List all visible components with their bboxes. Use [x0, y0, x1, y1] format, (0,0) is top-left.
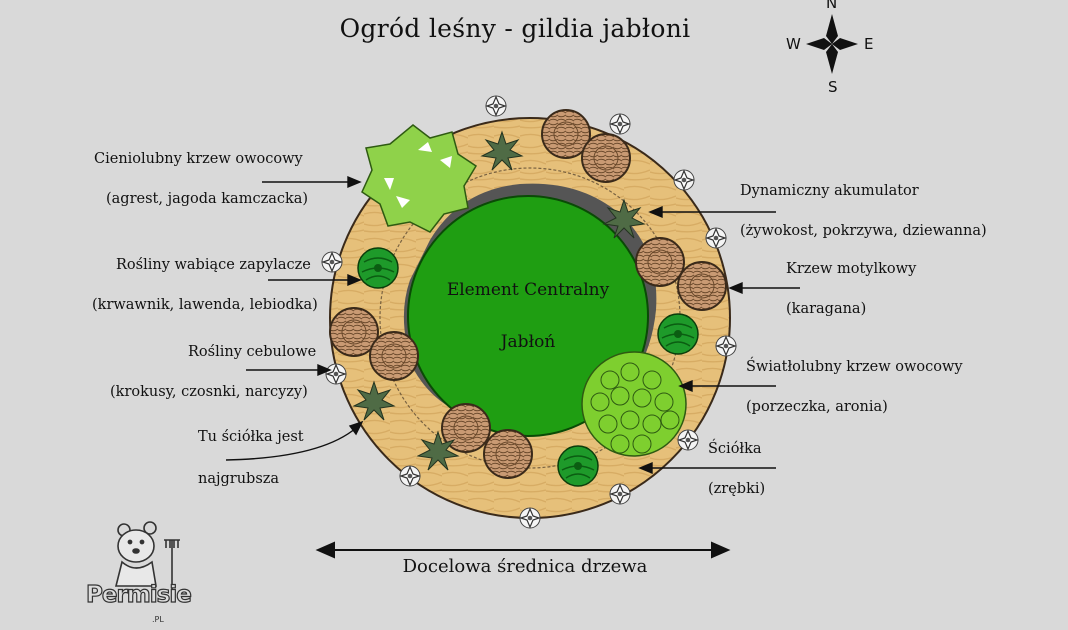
bulbs-label: Rośliny cebulowe: [188, 344, 317, 360]
compass-rose-icon: [806, 14, 858, 74]
bulb-flower-icon: [673, 169, 695, 191]
pollinators-examples: (krwawnik, lawenda, lebiodka): [92, 297, 318, 313]
compass-north-label: N: [826, 0, 838, 12]
arrow-head: [648, 205, 663, 219]
accumulator-examples: (żywokost, pokrzywa, dziewanna): [740, 223, 987, 239]
bulb-flower-icon: [715, 335, 737, 357]
page-title: Ogród leśny - gildia jabłoni: [339, 14, 691, 43]
bush-icon: [369, 331, 419, 381]
thick-mulch-label-2: najgrubsza: [198, 471, 280, 487]
bush-icon: [635, 237, 685, 287]
logo-text: Permisie: [85, 581, 192, 608]
mulch-label: Ściółka: [708, 441, 762, 457]
tree-diameter-label: Docelowa średnica drzewa: [402, 556, 648, 577]
accumulator-label: Dynamiczny akumulator: [740, 183, 919, 199]
sun-shrub-examples: (porzeczka, aronia): [746, 399, 888, 415]
arrow-head: [638, 461, 653, 475]
arrow-head: [347, 273, 362, 287]
bulb-flower-icon: [399, 465, 421, 487]
bush-icon: [483, 429, 533, 479]
arrow-head: [678, 379, 693, 393]
bulb-flower-icon: [321, 251, 343, 273]
diameter-arrow: [315, 541, 731, 559]
sun-shrub: [581, 351, 687, 457]
bulbs-examples: (krokusy, czosnki, narcyzy): [110, 384, 308, 400]
compass-west-label: W: [786, 35, 801, 53]
pollinator-plant-icon: [657, 313, 699, 355]
arrow-head: [317, 363, 332, 377]
shade-shrub: [361, 124, 478, 233]
bulb-flower-icon: [325, 363, 347, 385]
shade-shrub-label: Cieniolubny krzew owocowy: [94, 151, 303, 167]
center-element-label: Element Centralny: [446, 280, 610, 300]
permisie-logo-icon: [114, 521, 180, 590]
sun-shrub-label: Światłolubny krzew owocowy: [746, 359, 963, 375]
compass-east-label: E: [864, 35, 874, 53]
arrow-head: [728, 281, 743, 295]
arrow-head: [347, 175, 362, 189]
bush-icon: [581, 133, 631, 183]
bulb-flower-icon: [485, 95, 507, 117]
bulb-flower-icon: [677, 429, 699, 451]
apple-tree-crown: [407, 195, 649, 437]
bulb-flower-icon: [609, 113, 631, 135]
bulb-flower-icon: [609, 483, 631, 505]
shade-shrub-examples: (agrest, jagoda kamczacka): [106, 191, 309, 207]
arrow-head: [348, 420, 364, 436]
thick-mulch-label: Tu ściółka jest: [198, 429, 304, 445]
bulb-flower-icon: [519, 507, 541, 529]
bulb-flower-icon: [705, 227, 727, 249]
center-tree-label: Jabłoń: [500, 332, 556, 352]
pollinator-plant-icon: [357, 247, 399, 289]
pollinators-label: Rośliny wabiące zapylacze: [116, 257, 311, 273]
bush-icon: [677, 261, 727, 311]
leader-line: [225, 427, 357, 461]
logo-suffix: .PL: [152, 615, 164, 624]
compass-south-label: S: [828, 78, 838, 96]
pollinator-plant-icon: [557, 445, 599, 487]
butterfly-shrub-examples: (karagana): [786, 301, 867, 317]
butterfly-shrub-label: Krzew motylkowy: [786, 261, 917, 277]
mulch-examples: (zrębki): [708, 481, 766, 497]
